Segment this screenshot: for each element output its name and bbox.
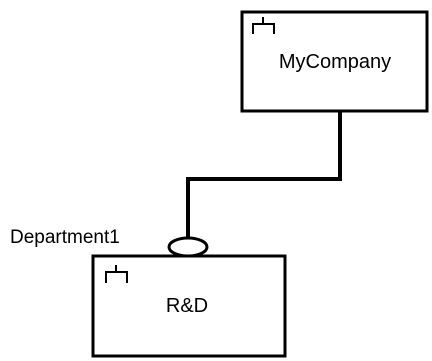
port-department1[interactable] bbox=[167, 236, 209, 258]
composition-connector[interactable] bbox=[186, 111, 342, 240]
node-mycompany-box[interactable] bbox=[240, 10, 429, 113]
node-rnd-label: R&D bbox=[166, 295, 208, 317]
node-rnd[interactable]: R&D bbox=[91, 254, 287, 358]
component-icon bbox=[252, 17, 275, 34]
component-icon bbox=[105, 265, 128, 283]
node-mycompany[interactable]: MyCompany bbox=[240, 10, 429, 113]
node-mycompany-label: MyCompany bbox=[279, 51, 391, 73]
port-department1-label: Department1 bbox=[10, 227, 120, 248]
